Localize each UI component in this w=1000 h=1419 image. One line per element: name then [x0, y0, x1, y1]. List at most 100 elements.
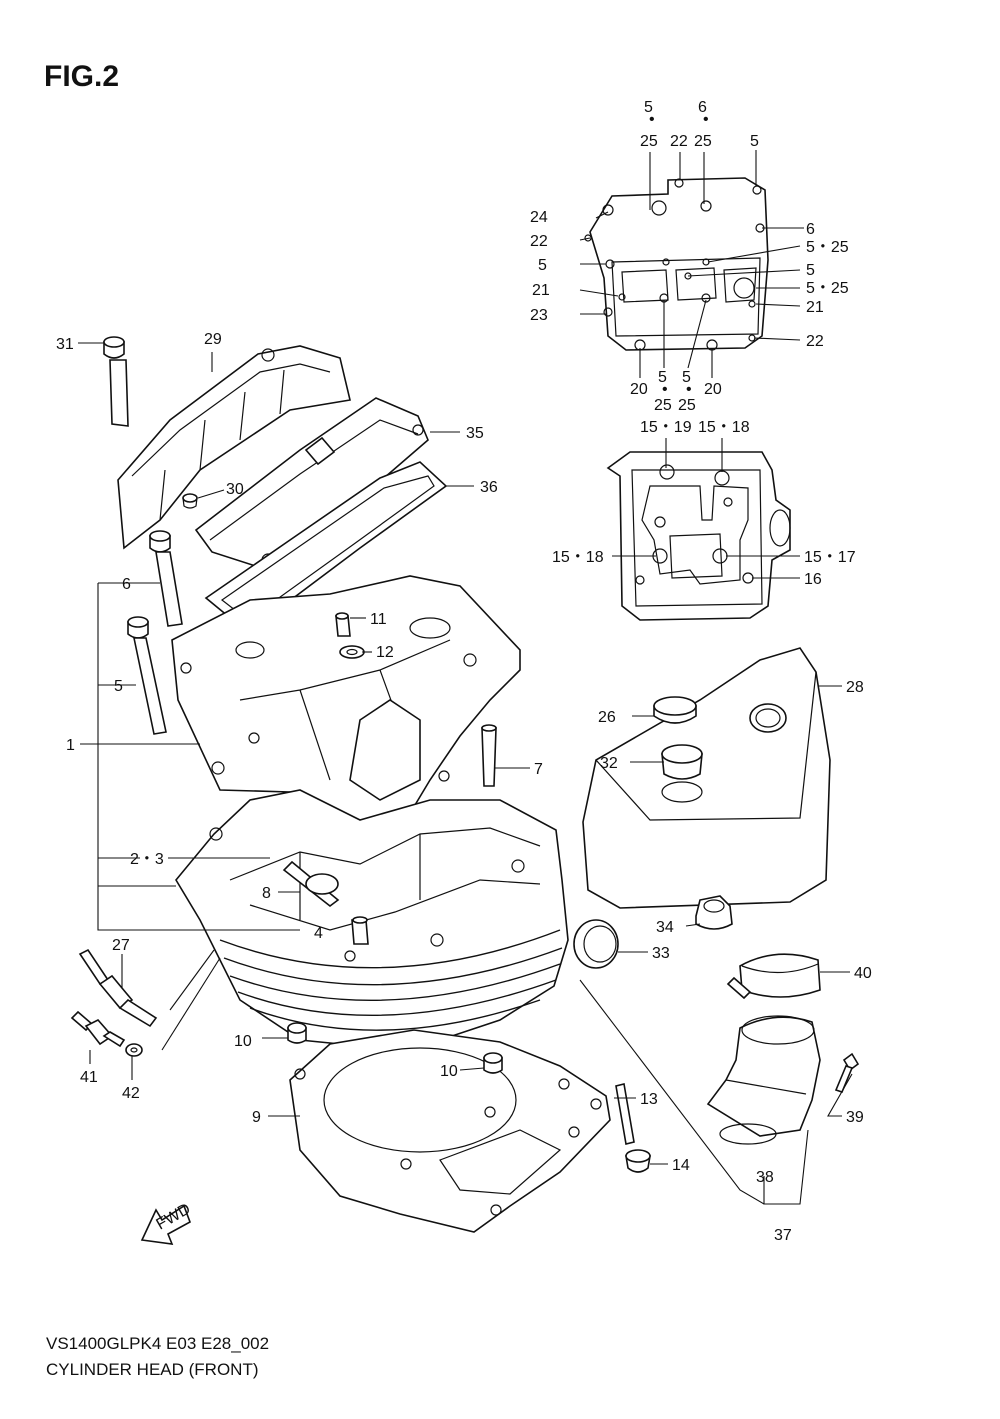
callout-20b: 20	[704, 381, 722, 398]
cap-part-34	[695, 895, 733, 930]
dowel-pin-part-4	[351, 916, 369, 945]
callout-16: 16	[804, 571, 822, 588]
model-code: VS1400GLPK4 E03 E28_002	[46, 1334, 270, 1353]
callout-6-right: 6	[806, 221, 815, 238]
grommet-part-32	[661, 744, 703, 803]
camshaft-cover-part-35	[194, 397, 429, 571]
callout-14: 14	[672, 1157, 690, 1174]
callout-9: 9	[252, 1109, 261, 1126]
bolt-part-6	[149, 530, 183, 627]
washer-part-42	[125, 1043, 143, 1057]
diagram-caption: CYLINDER HEAD (FRONT)	[46, 1360, 259, 1379]
callout-15-17: 15・17	[804, 549, 856, 566]
callout-5-25b: 5・25	[806, 280, 849, 297]
intake-pipe-part-38	[706, 1015, 821, 1145]
pin-part-7	[481, 724, 497, 787]
head-cover-part-28	[582, 647, 831, 909]
callout-39: 39	[846, 1109, 864, 1126]
callout-37: 37	[774, 1227, 792, 1244]
callout-5-top1: 5	[644, 99, 653, 116]
callout-5-right: 5	[806, 262, 815, 279]
callout-13: 13	[640, 1091, 658, 1108]
grommet-part-26	[653, 696, 697, 724]
cylinder-head-cover-part-29	[117, 345, 351, 550]
sensor-part-41	[70, 1010, 126, 1048]
figure-title: FIG.2	[44, 60, 120, 93]
callout-1: 1	[66, 737, 75, 754]
dowel-part-10a	[287, 1022, 307, 1044]
callout-25-bot2: 25	[678, 397, 696, 414]
callout-22-left: 22	[530, 233, 548, 250]
svg-text:•: •	[686, 381, 692, 398]
callout-7: 7	[534, 761, 543, 778]
callout-4: 4	[314, 925, 323, 942]
bolt-part-31	[103, 336, 129, 427]
bolt-part-11	[335, 612, 351, 637]
cap-part-30	[182, 493, 198, 509]
callout-40: 40	[854, 965, 872, 982]
callout-22-top: 22	[670, 133, 688, 150]
callout-27: 27	[112, 937, 130, 954]
svg-text:•: •	[703, 111, 709, 128]
svg-text:•: •	[649, 111, 655, 128]
callout-15-19: 15・19	[640, 419, 692, 436]
callout-21-left: 21	[532, 282, 550, 299]
dowel-part-10b	[483, 1052, 503, 1074]
callout-30: 30	[226, 481, 244, 498]
callout-10b: 10	[440, 1063, 458, 1080]
callout-6: 6	[122, 576, 131, 593]
nut-part-14	[625, 1149, 651, 1173]
callout-34: 34	[656, 919, 674, 936]
washer-part-12	[339, 645, 365, 659]
callout-6-top: 6	[698, 99, 707, 116]
callout-25-bot1: 25	[654, 397, 672, 414]
spark-plug-part-27	[78, 948, 158, 1028]
callout-31: 31	[56, 336, 74, 353]
callout-12: 12	[376, 644, 394, 661]
callout-8: 8	[262, 885, 271, 902]
leader-lines	[78, 150, 853, 1205]
forward-direction-arrow-icon: FWD	[140, 1201, 194, 1245]
callout-22-right: 22	[806, 333, 824, 350]
callout-5-bot2: 5	[682, 369, 691, 386]
callout-36: 36	[480, 479, 498, 496]
callout-25-top2: 25	[694, 133, 712, 150]
callout-25-top1: 25	[640, 133, 658, 150]
svg-text:•: •	[662, 381, 668, 398]
callout-5-left: 5	[538, 257, 547, 274]
callout-5-top3: 5	[750, 133, 759, 150]
callout-33: 33	[652, 945, 670, 962]
callout-26: 26	[598, 709, 616, 726]
callout-32: 32	[600, 755, 618, 772]
callout-24: 24	[530, 209, 548, 226]
callout-11: 11	[370, 611, 387, 628]
cylinder-head-body	[175, 789, 569, 1049]
camshaft-holder-part-1	[171, 575, 521, 831]
plug-part-33	[573, 919, 619, 969]
callout-28: 28	[846, 679, 864, 696]
callout-41: 41	[80, 1069, 98, 1086]
callout-20a: 20	[630, 381, 648, 398]
cylinder-head-top-view-detail	[606, 451, 791, 621]
callout-15-18b: 15・18	[552, 549, 604, 566]
callout-5-25a: 5・25	[806, 239, 849, 256]
stud-part-13	[615, 1083, 635, 1145]
callout-10a: 10	[234, 1033, 252, 1050]
bolt-part-5	[127, 616, 167, 735]
callout-2-3: 2・3	[130, 851, 164, 868]
callout-5-bot1: 5	[658, 369, 667, 386]
callout-38: 38	[756, 1169, 774, 1186]
callout-42: 42	[122, 1085, 140, 1102]
callout-23: 23	[530, 307, 548, 324]
head-cover-plate-detail	[584, 177, 769, 351]
bolt-part-39	[834, 1052, 860, 1093]
callout-labels: 31 29 35 36 30 6 11 12 5 1 7 2・3 8 4 27 …	[56, 99, 872, 1244]
callout-5: 5	[114, 678, 123, 695]
valve-part-8	[282, 860, 340, 908]
callout-29: 29	[204, 331, 222, 348]
callout-35: 35	[466, 425, 484, 442]
callout-15-18a: 15・18	[698, 419, 750, 436]
callout-21-right: 21	[806, 299, 824, 316]
head-gasket-part-9	[289, 1029, 611, 1233]
